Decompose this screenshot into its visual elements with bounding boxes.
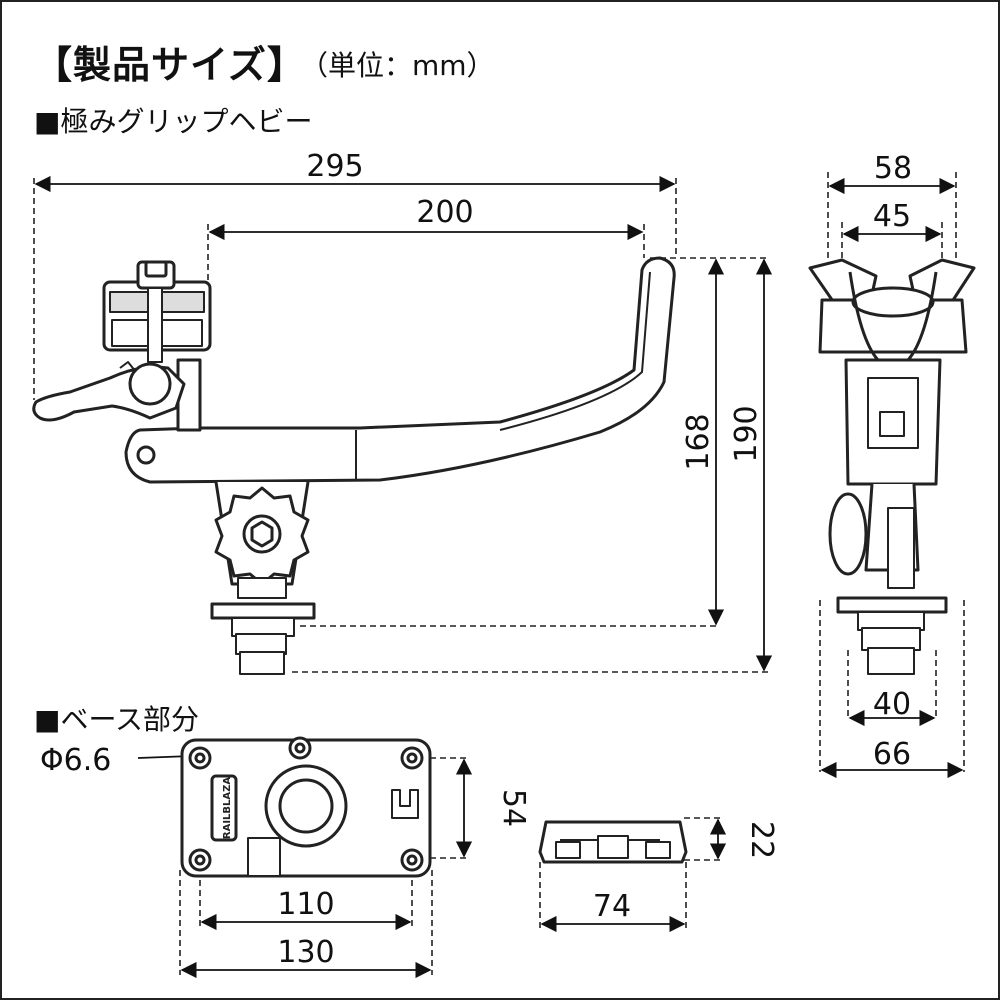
front-knob [828,492,868,576]
dim-height-to-base: 168 [681,413,716,470]
section-product-label: ■極みグリップヘビー [34,105,313,138]
dim-overall-height: 190 [729,405,764,462]
side-base-plate [210,602,316,620]
base-side-view [538,820,688,864]
dim-hole-spacing: 110 [277,887,334,922]
gear-knob [214,486,310,586]
dim-overall-length: 295 [306,149,363,184]
dim-base-depth: 54 [496,789,531,827]
dim-inner-width: 45 [873,199,911,234]
dim-bottom-width-small: 40 [873,687,911,722]
dim-top-width: 58 [874,151,912,186]
lever-knob [128,362,172,406]
logo-plate [210,774,238,842]
dim-bottom-width: 66 [873,737,911,772]
dim-hole-diameter: Φ6.6 [40,743,111,778]
front-base-plate [836,596,948,614]
page-title: 【製品サイズ】 [34,43,306,87]
dim-base-side-width: 74 [593,889,631,924]
dim-base-height: 22 [744,821,779,859]
side-view-holder [32,256,676,675]
extension-lines [33,172,965,975]
unit-label: （単位：mm） [300,49,495,82]
dim-base-length: 130 [277,935,334,970]
base-top-view [180,736,432,878]
arm-body [124,256,676,484]
brand-logo: RAILBLAZA [222,777,233,840]
front-view-holder [808,258,976,675]
dim-arm-length: 200 [416,195,473,230]
section-base-label: ■ベース部分 [34,703,200,736]
arm-pivot [136,445,156,465]
